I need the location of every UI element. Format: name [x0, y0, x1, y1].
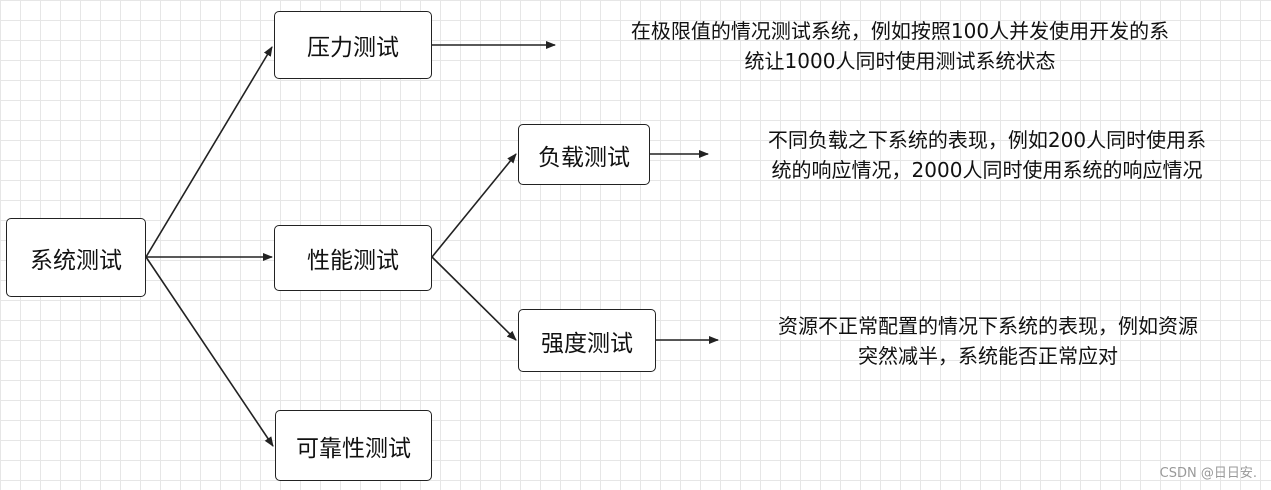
arrow-system-to-pressure	[145, 46, 273, 258]
note-stress-line-1: 资源不正常配置的情况下系统的表现，例如资源	[778, 314, 1198, 338]
node-load-test: 负载测试	[518, 124, 650, 185]
note-stress-test: 资源不正常配置的情况下系统的表现，例如资源 突然减半，系统能否正常应对	[718, 311, 1258, 371]
node-pressure-test: 压力测试	[274, 11, 432, 79]
note-pressure-line-2: 统让1000人同时使用测试系统状态	[744, 49, 1056, 73]
note-load-line-1: 不同负载之下系统的表现，例如200人同时使用系	[767, 128, 1207, 152]
note-stress-line-2: 突然减半，系统能否正常应对	[858, 344, 1118, 368]
node-performance-test: 性能测试	[274, 225, 432, 291]
watermark: CSDN @日日安.	[1159, 466, 1257, 481]
node-stress-test: 强度测试	[518, 309, 656, 372]
note-load-test: 不同负载之下系统的表现，例如200人同时使用系 统的响应情况，2000人同时使用…	[706, 125, 1268, 185]
note-pressure-test: 在极限值的情况测试系统，例如按照100人并发使用开发的系 统让1000人同时使用…	[555, 16, 1245, 76]
note-load-line-2: 统的响应情况，2000人同时使用系统的响应情况	[771, 158, 1203, 182]
node-system-test: 系统测试	[6, 218, 146, 297]
note-pressure-line-1: 在极限值的情况测试系统，例如按照100人并发使用开发的系	[630, 19, 1170, 43]
node-reliability-test: 可靠性测试	[275, 410, 432, 481]
arrow-performance-to-load	[431, 153, 517, 258]
arrow-system-to-reliability	[145, 256, 274, 447]
arrow-performance-to-stress	[431, 256, 517, 341]
